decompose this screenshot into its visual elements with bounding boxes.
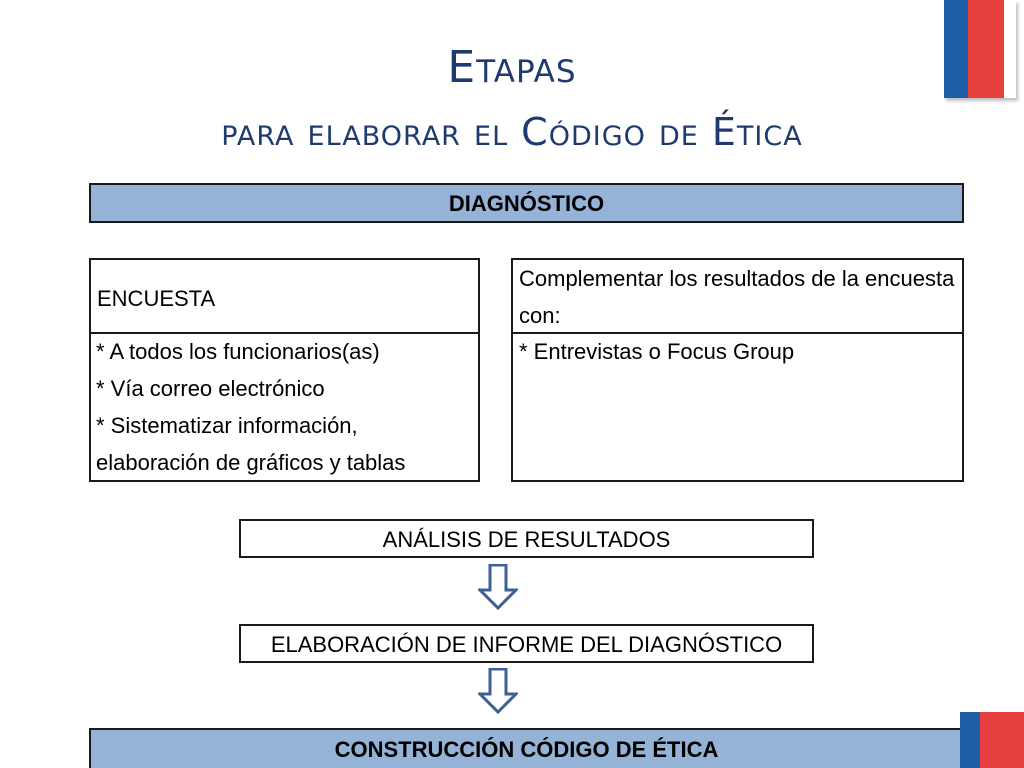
- encuesta-item: * Vía correo electrónico: [96, 376, 325, 401]
- complementar-item: * Entrevistas o Focus Group: [519, 339, 795, 364]
- encuesta-item: elaboración de gráficos y tablas: [96, 450, 406, 475]
- informe-box: ELABORACIÓN DE INFORME DEL DIAGNÓSTICO: [239, 624, 814, 663]
- construccion-bar: CONSTRUCCIÓN CÓDIGO DE ÉTICA: [89, 728, 964, 768]
- slide-title-line2: para elaborar el Código de Ética: [221, 110, 803, 154]
- analisis-box: ANÁLISIS DE RESULTADOS: [239, 519, 814, 558]
- down-arrow-icon: [478, 564, 518, 610]
- encuesta-header: ENCUESTA: [97, 286, 216, 311]
- complementar-items: * Entrevistas o Focus Group: [519, 333, 794, 370]
- down-arrow-icon: [478, 668, 518, 714]
- encuesta-box: ENCUESTA * A todos los funcionarios(as) …: [89, 258, 480, 482]
- flag-logo-bottom: [960, 712, 1024, 768]
- encuesta-item: * A todos los funcionarios(as): [96, 339, 380, 364]
- complementar-divider: [513, 332, 962, 334]
- complementar-box: Complementar los resultados de la encues…: [511, 258, 964, 482]
- encuesta-divider: [91, 332, 478, 334]
- encuesta-item: * Sistematizar información,: [96, 413, 358, 438]
- encuesta-items: * A todos los funcionarios(as) * Vía cor…: [96, 333, 405, 481]
- diagnostico-bar: DIAGNÓSTICO: [89, 183, 964, 223]
- slide-title-line1: Etapas: [447, 42, 577, 93]
- flag-logo-top: [944, 0, 1016, 98]
- complementar-header: Complementar los resultados de la encues…: [519, 266, 955, 328]
